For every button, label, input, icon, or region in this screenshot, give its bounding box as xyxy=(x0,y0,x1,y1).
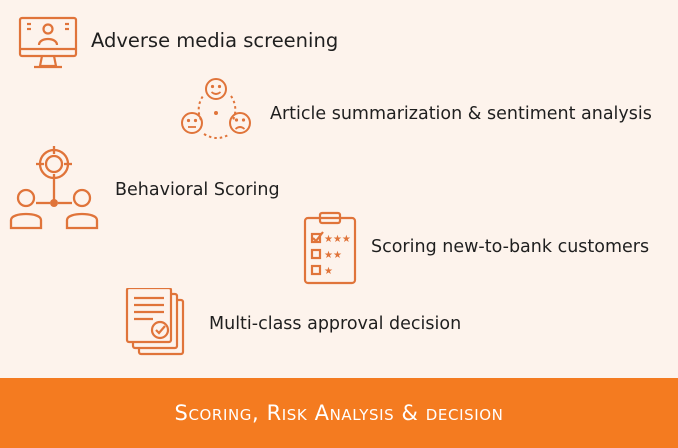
item-label-new-to-bank: Scoring new-to-bank customers xyxy=(371,237,650,257)
svg-text:★★★: ★★★ xyxy=(324,234,351,245)
footer-banner: Scoring, Risk Analysis & decision xyxy=(0,378,678,448)
sentiment-faces-icon xyxy=(181,78,251,139)
svg-text:★: ★ xyxy=(324,266,333,277)
clipboard-rating-icon: ★★★ ★★ ★ xyxy=(303,211,357,285)
monitor-person-icon xyxy=(18,16,78,69)
item-label-adverse-media: Adverse media screening xyxy=(91,29,339,52)
item-label-behavioral-scoring: Behavioral Scoring xyxy=(115,180,280,200)
approved-documents-icon xyxy=(125,288,185,356)
diagram-canvas: Adverse media screening Article summariz… xyxy=(9,16,652,356)
target-people-icon xyxy=(9,146,99,230)
svg-text:★★: ★★ xyxy=(324,250,342,261)
item-label-article-summarization: Article summarization & sentiment analys… xyxy=(270,104,652,124)
banner-title: Scoring, Risk Analysis & decision xyxy=(174,401,504,425)
item-label-multi-class-approval: Multi-class approval decision xyxy=(209,314,462,334)
